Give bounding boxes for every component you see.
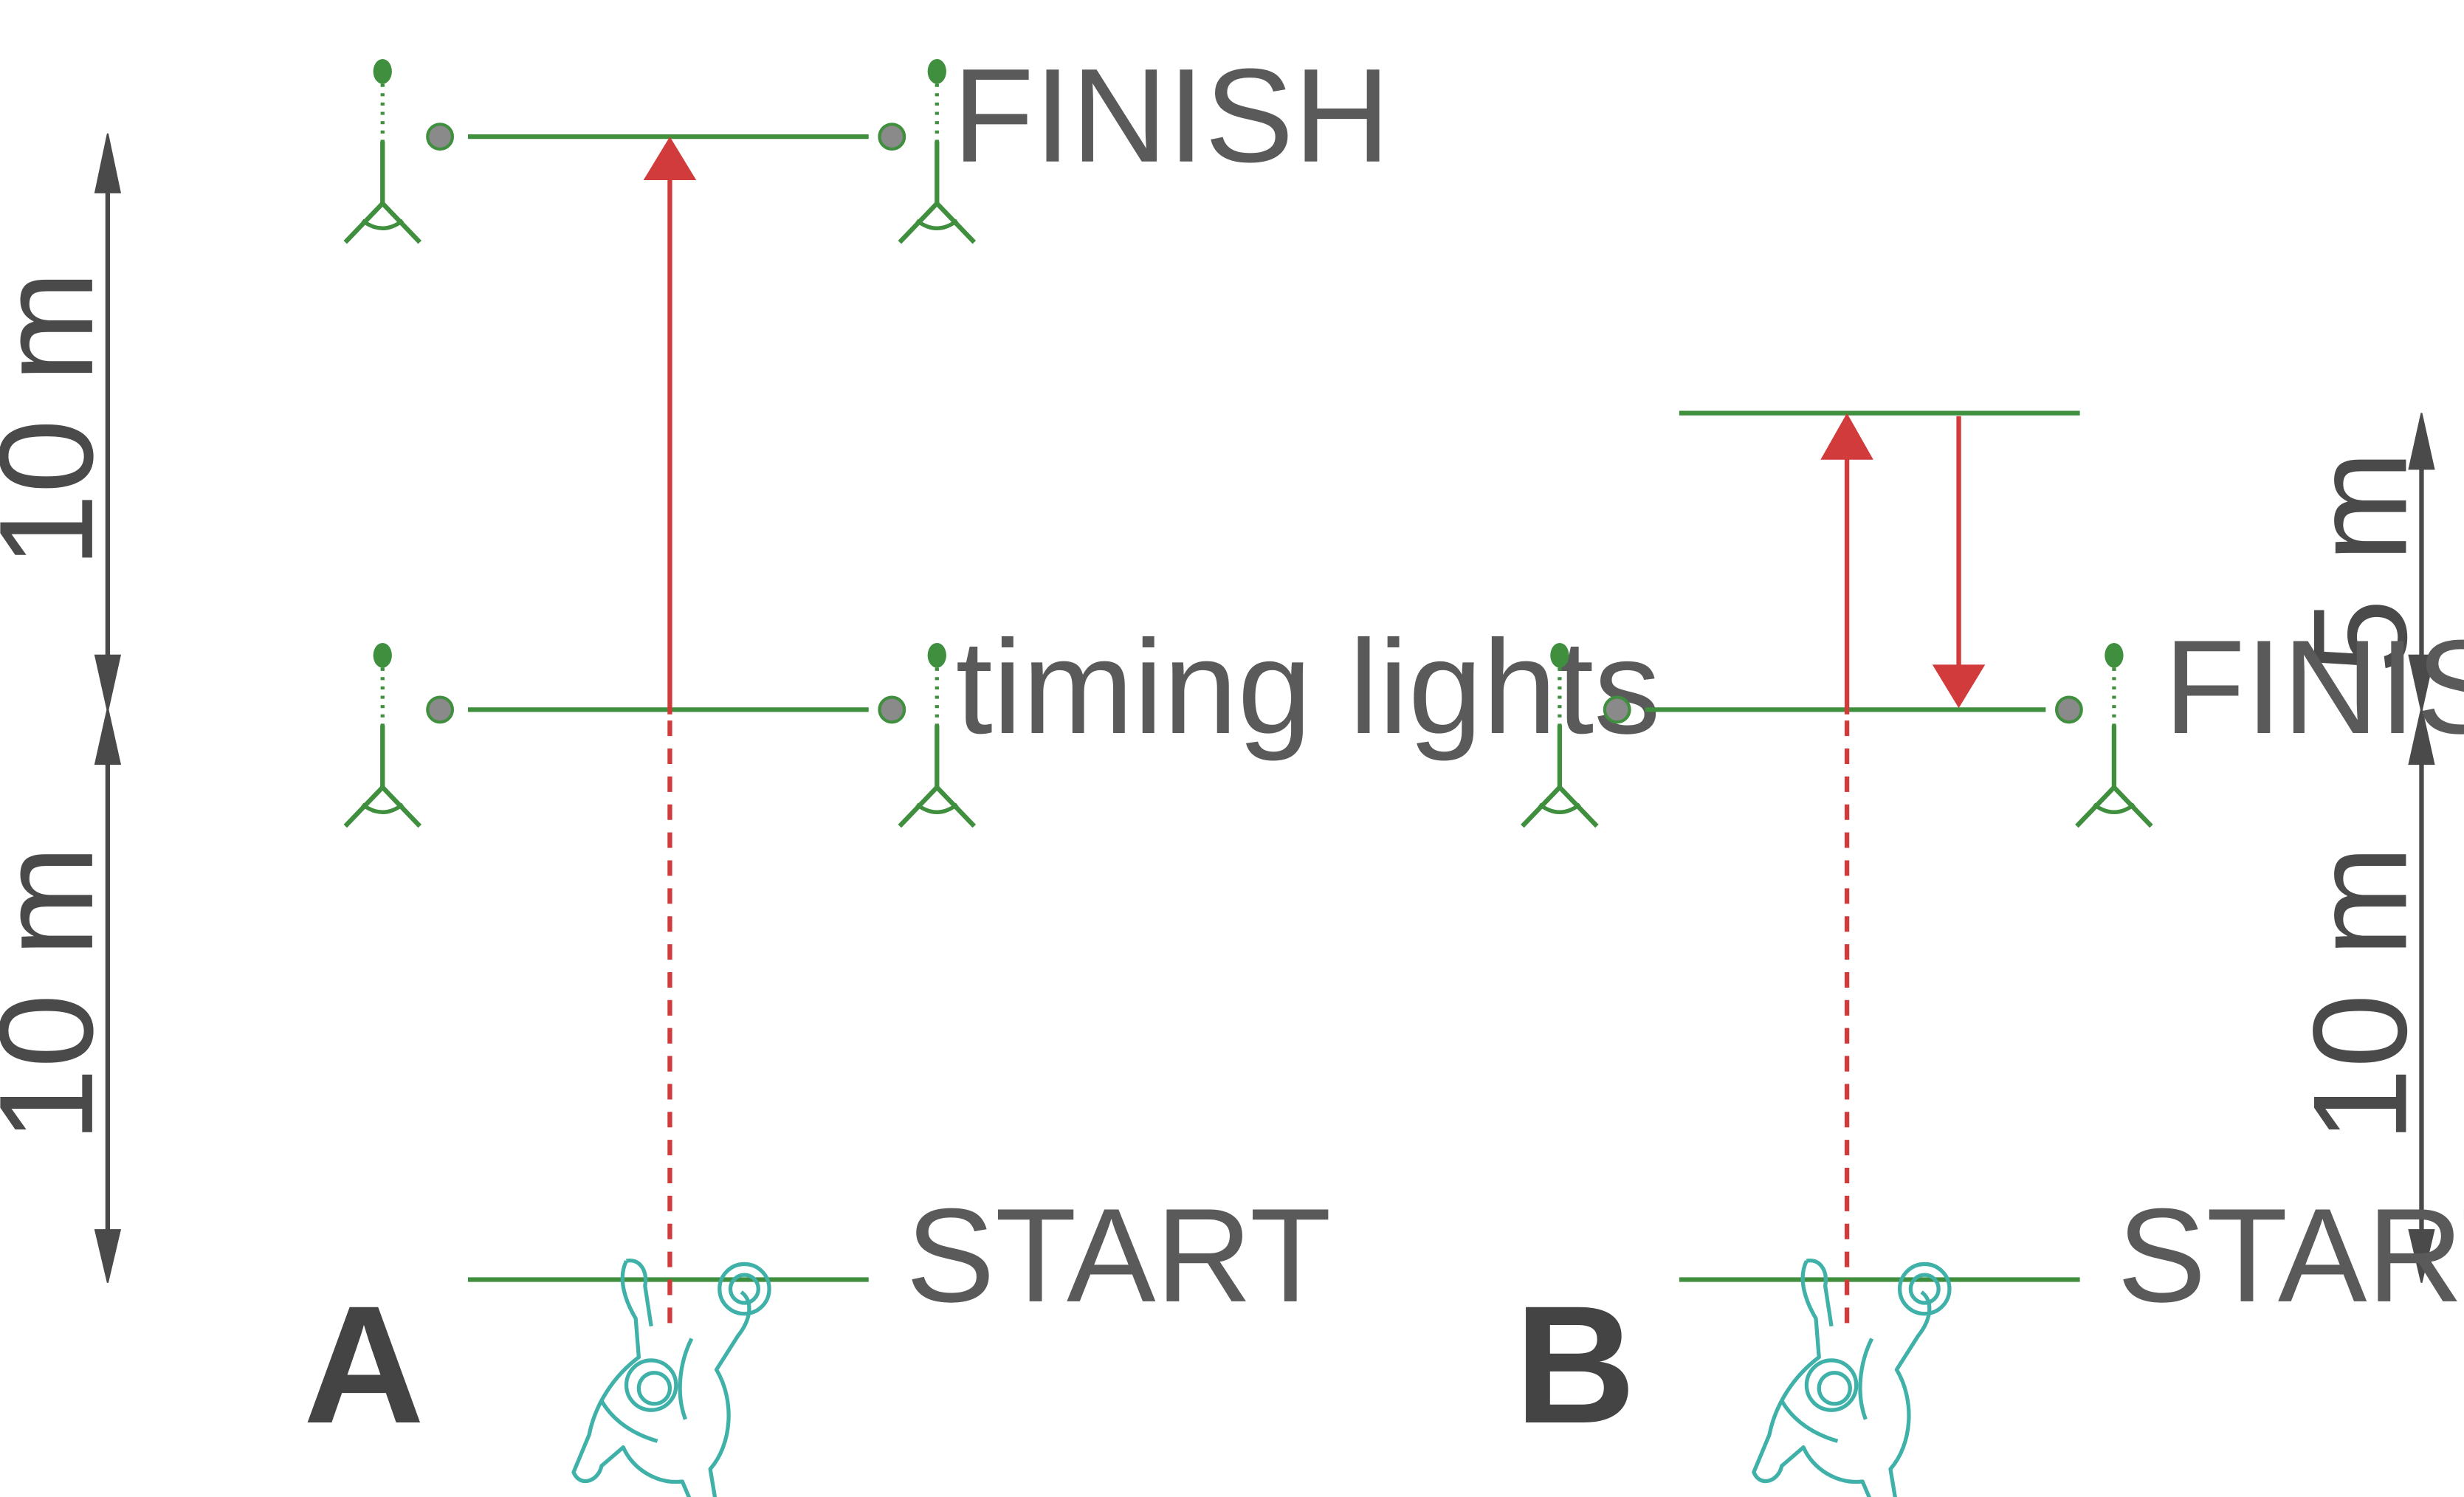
finish-gate-b [1603,695,2083,724]
panel-label-a: A [303,1271,424,1459]
athlete-icon [574,1261,769,1497]
start-label-a: START [906,1181,1331,1330]
measure-label-a-lower: 10 m [0,845,121,1142]
measure-label-a-upper: 10 m [0,271,121,568]
measure-label-b-upper: 5 m [2285,451,2434,674]
tripod-icon [345,59,420,242]
arrowhead-up-icon [643,137,697,181]
sprint-path-a [643,137,697,1324]
timing-lights-label: timing lights [956,613,1661,762]
finish-gate-a [426,123,906,151]
finish-label-a: FINISH [952,41,1390,190]
start-label-b: START [2117,1181,2464,1330]
arrowhead-up-icon [1820,413,1873,460]
sprint-path-b-out [1820,413,1873,1324]
measure-arrow-b-upper [2408,413,2435,712]
measure-label-b-lower: 10 m [2285,845,2434,1142]
tripod-icon [345,643,420,826]
timing-gate-a [426,695,906,724]
athlete-icon [1754,1261,1949,1497]
tripod-icon [2076,643,2151,826]
finish-label-b: FINISH [2164,613,2464,762]
panel-b: 5 m 10 m FINISH START B [1515,410,2464,1497]
sprint-path-b-back [1932,416,1986,709]
arrowhead-down-icon [1932,664,1986,709]
measure-arrow-a-upper [94,133,122,712]
measure-arrow-a-lower [94,708,122,1283]
panel-a: 10 m 10 m FINISH timing l [0,41,1661,1497]
measure-arrow-b-lower [2408,708,2435,1283]
panel-label-b: B [1515,1271,1636,1459]
